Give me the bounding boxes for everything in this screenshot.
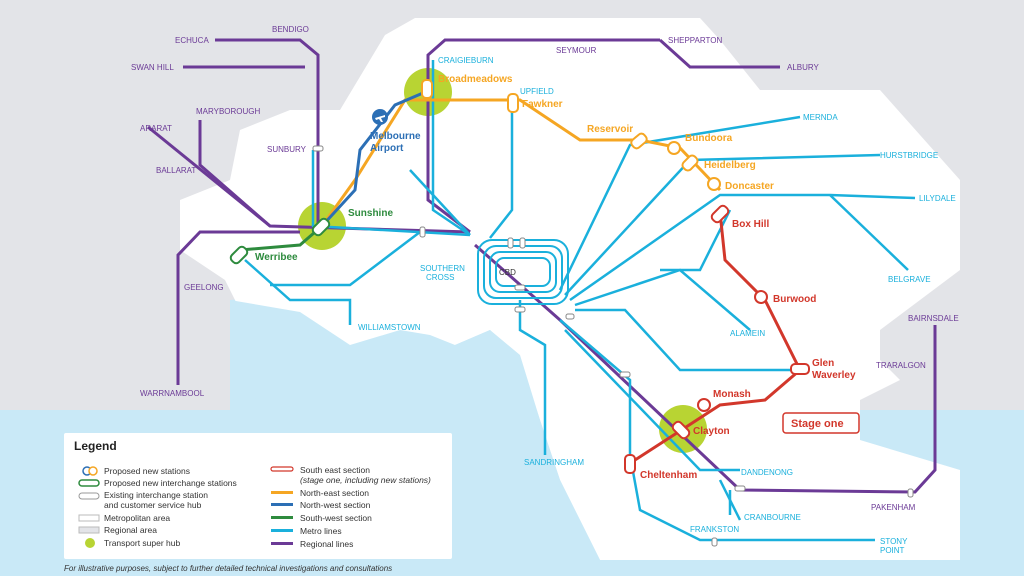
- key-station-label: Sunshine: [348, 208, 393, 219]
- station-label: WILLIAMSTOWN: [358, 323, 421, 332]
- key-station-label: Airport: [370, 143, 404, 154]
- legend-regional-lines: Regional lines: [300, 539, 354, 549]
- legend-south-east: South east section (stage one, including…: [300, 465, 431, 485]
- regional-line-icon: [271, 542, 293, 545]
- station-label: MARYBOROUGH: [196, 107, 261, 116]
- interchange-station-icon: [78, 479, 100, 487]
- station-label: SWAN HILL: [131, 63, 174, 72]
- station-label: CROSS: [426, 273, 454, 282]
- regional-area-icon: [78, 526, 100, 534]
- station-label: ECHUCA: [175, 36, 209, 45]
- station-label: CRANBOURNE: [744, 513, 801, 522]
- north-west-line-icon: [271, 503, 293, 506]
- airplane-icon: [372, 109, 388, 125]
- station-markers: [229, 79, 810, 474]
- station-label: BAIRNSDALE: [908, 314, 959, 323]
- legend-north-east: North-east section: [300, 488, 369, 498]
- key-station-label: Glen: [812, 358, 834, 369]
- legend-metro-area: Metropolitan area: [104, 513, 171, 523]
- key-station-label: Bundoora: [685, 133, 733, 144]
- station-label: SANDRINGHAM: [524, 458, 584, 467]
- legend-regional-area: Regional area: [104, 525, 157, 535]
- key-station-label: Waverley: [812, 370, 856, 381]
- station-label: ALAMEIN: [730, 329, 765, 338]
- key-station-label: Clayton: [693, 426, 730, 437]
- station-label: CRAIGIEBURN: [438, 56, 494, 65]
- north-east-line-icon: [271, 491, 293, 494]
- station-label: DANDENONG: [741, 468, 793, 477]
- station-label: UPFIELD: [520, 87, 554, 96]
- legend-north-west: North-west section: [300, 500, 371, 510]
- legend-super-hub: Transport super hub: [104, 538, 181, 548]
- legend-existing-line-1: Existing interchange station: [104, 490, 208, 500]
- station-label: BENDIGO: [272, 25, 309, 34]
- svg-text:Stage one: Stage one: [791, 418, 844, 430]
- key-station-label: Melbourne: [370, 131, 421, 142]
- key-station-label: Reservoir: [587, 124, 633, 135]
- station-label: ARARAT: [140, 124, 172, 133]
- north-west-section: [320, 88, 431, 228]
- stage-one-badge: Stage one: [782, 412, 860, 434]
- legend-south-east-label: South east section: [300, 465, 370, 475]
- key-station-label: Heidelberg: [704, 160, 756, 171]
- metro-area-icon: [78, 514, 100, 522]
- cbd-label: CBD: [499, 268, 516, 277]
- key-station-label: Broadmeadows: [438, 74, 513, 85]
- legend-south-west: South-west section: [300, 513, 372, 523]
- footnote: For illustrative purposes, subject to fu…: [64, 564, 393, 573]
- station-label: HURSTBRIDGE: [880, 151, 938, 160]
- legend-south-east-note: (stage one, including new stations): [300, 475, 431, 485]
- key-station-label: Cheltenham: [640, 470, 697, 481]
- station-label: SHEPPARTON: [668, 36, 722, 45]
- legend-existing-line-2: and customer service hub: [104, 500, 202, 510]
- station-label: LILYDALE: [919, 194, 956, 203]
- metro-line-icon: [271, 529, 293, 532]
- station-label: BELGRAVE: [888, 275, 931, 284]
- legend-interchange: Proposed new interchange stations: [104, 478, 237, 488]
- station-label: PAKENHAM: [871, 503, 916, 512]
- south-west-line-icon: [271, 516, 293, 519]
- existing-interchange-icon: [78, 492, 100, 500]
- station-label: SOUTHERN: [420, 264, 465, 273]
- existing-interchanges: [312, 145, 914, 547]
- station-label: WARRNAMBOOL: [140, 389, 205, 398]
- station-label: MERNDA: [803, 113, 838, 122]
- key-station-label: Fawkner: [522, 99, 563, 110]
- key-station-label: Monash: [713, 389, 751, 400]
- legend-title: Legend: [74, 439, 117, 453]
- super-hub-icon: [85, 538, 95, 548]
- key-station-label: Werribee: [255, 252, 298, 263]
- key-station-label: Doncaster: [725, 181, 774, 192]
- station-label: SEYMOUR: [556, 46, 597, 55]
- key-station-label: Burwood: [773, 294, 816, 305]
- south-east-line-icon: [270, 466, 294, 472]
- station-label: BALLARAT: [156, 166, 196, 175]
- new-station-icon: [82, 466, 98, 476]
- legend: Legend Proposed new stations Proposed ne…: [64, 433, 452, 559]
- legend-existing-interchange: Existing interchange station and custome…: [104, 490, 208, 510]
- station-label: POINT: [880, 546, 905, 555]
- station-label: SUNBURY: [267, 145, 307, 154]
- south-east-section: [634, 211, 802, 462]
- station-label: ALBURY: [787, 63, 820, 72]
- legend-new-stations: Proposed new stations: [104, 466, 190, 476]
- station-label: TRARALGON: [876, 361, 926, 370]
- station-label: GEELONG: [184, 283, 224, 292]
- station-label: FRANKSTON: [690, 525, 739, 534]
- key-station-label: Box Hill: [732, 219, 769, 230]
- station-label: STONY: [880, 537, 908, 546]
- legend-metro-lines: Metro lines: [300, 526, 342, 536]
